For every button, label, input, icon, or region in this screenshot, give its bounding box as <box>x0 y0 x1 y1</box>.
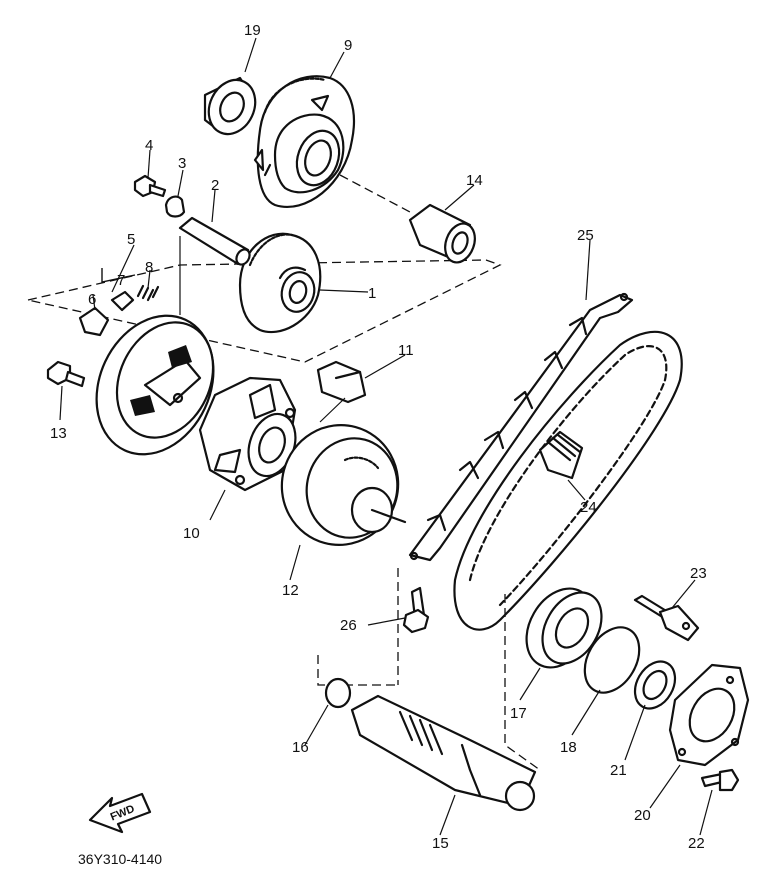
callout-26: 26 <box>340 617 357 634</box>
part-3-clip <box>164 195 186 218</box>
callout-6: 6 <box>88 291 96 308</box>
assembly-guide-lines <box>27 174 541 771</box>
fwd-arrow: FWD <box>88 792 152 834</box>
part-4-bolt <box>133 174 167 198</box>
part-11-block <box>316 360 367 404</box>
part-9-gear <box>253 75 356 208</box>
callout-14: 14 <box>466 172 483 189</box>
callout-17: 17 <box>510 705 527 722</box>
part-1-gear <box>238 232 322 334</box>
callout-21: 21 <box>610 762 627 779</box>
part-chain-loop <box>453 330 683 631</box>
callout-9: 9 <box>344 37 352 54</box>
part-clutch-housing <box>95 314 215 456</box>
callout-3: 3 <box>178 155 186 172</box>
part-16-bush <box>324 677 352 709</box>
callout-1: 1 <box>368 285 376 302</box>
callout-22: 22 <box>688 835 705 852</box>
callout-8: 8 <box>145 259 153 276</box>
callout-11: 11 <box>398 342 414 359</box>
callout-16: 16 <box>292 739 309 756</box>
callout-23: 23 <box>690 565 707 582</box>
callout-7: 7 <box>117 272 125 289</box>
part-22-bolt <box>700 768 740 792</box>
callout-13: 13 <box>50 425 67 442</box>
part-19-bearing <box>203 76 257 136</box>
part-24-adjuster <box>538 430 584 480</box>
part-6-roller <box>78 306 110 337</box>
callout-2: 2 <box>211 177 219 194</box>
callout-24: 24 <box>580 499 597 516</box>
part-7-plunger <box>110 290 135 312</box>
callout-18: 18 <box>560 739 577 756</box>
callout-20: 20 <box>634 807 651 824</box>
part-21-seal <box>633 660 677 710</box>
part-17-bearing <box>525 587 603 669</box>
part-26-bolt <box>402 586 430 634</box>
part-2-pin <box>178 216 251 266</box>
callout-10: 10 <box>183 525 200 542</box>
part-14-sleeve <box>408 203 476 264</box>
part-13-bolt <box>46 360 86 388</box>
part-15-shaft <box>350 694 537 812</box>
part-23-pin <box>633 594 700 642</box>
part-25-chain-guide <box>408 292 634 562</box>
drawing-code: 36Y310-4140 <box>78 851 162 867</box>
callout-15: 15 <box>432 835 449 852</box>
part-12-clutch-gear <box>280 424 407 546</box>
part-18-o-ring <box>583 626 641 694</box>
part-20-retainer <box>668 663 750 767</box>
leader-lines <box>59 37 713 836</box>
callout-4: 4 <box>145 137 153 154</box>
callout-labels: 19 9 4 3 2 14 5 25 7 8 6 1 11 13 24 10 1… <box>50 22 707 852</box>
callout-5: 5 <box>127 231 135 248</box>
callout-25: 25 <box>577 227 594 244</box>
callout-19: 19 <box>244 22 261 39</box>
callout-12: 12 <box>282 582 299 599</box>
part-8-spring <box>136 284 160 302</box>
